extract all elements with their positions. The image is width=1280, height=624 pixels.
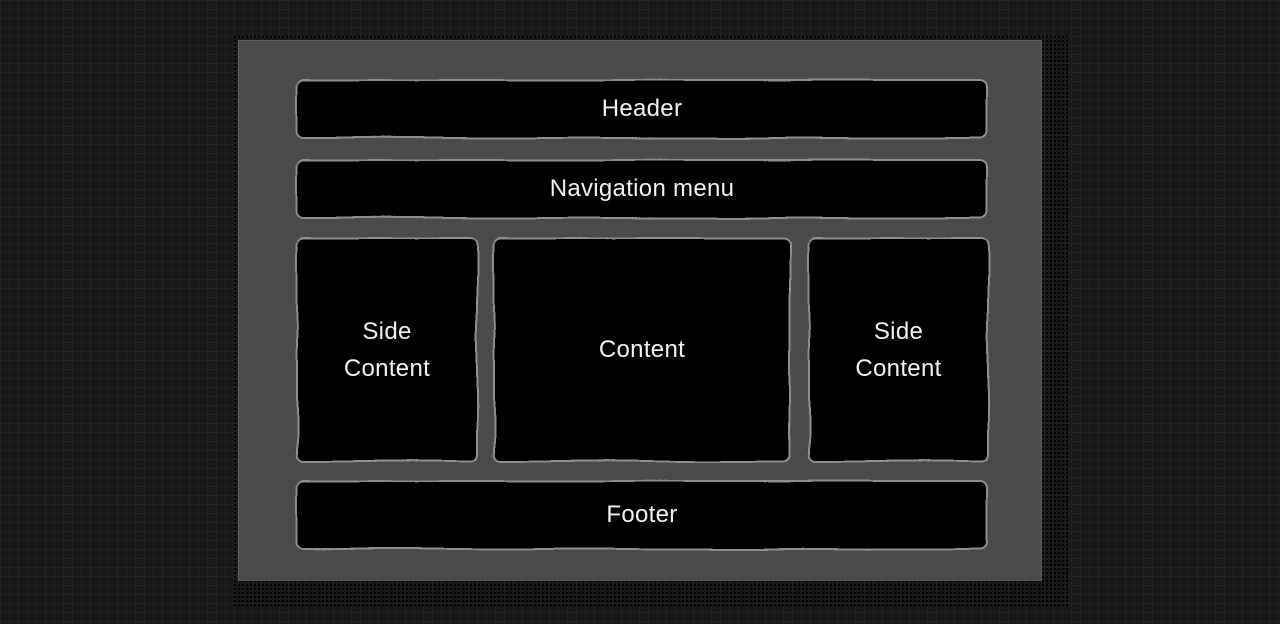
side-content-left-box-frame	[296, 237, 478, 463]
navigation-menu-box-label: Navigation menu	[549, 175, 735, 203]
header-box-label: Header	[601, 95, 683, 123]
navigation-menu-box: Navigation menu	[296, 159, 988, 219]
footer-box-frame	[296, 480, 988, 550]
side-content-left-box-label: Side Content	[343, 317, 431, 382]
header-box: Header	[296, 79, 988, 139]
navigation-menu-box-frame	[296, 159, 988, 219]
content-box-frame	[493, 237, 791, 463]
side-content-right-box: Side Content	[808, 237, 989, 463]
side-content-right-box-frame	[808, 237, 989, 463]
content-box-label: Content	[598, 336, 686, 364]
footer-box-label: Footer	[606, 501, 678, 529]
footer-box: Footer	[296, 480, 988, 550]
side-content-right-box-label: Side Content	[855, 317, 942, 382]
content-box: Content	[493, 237, 791, 463]
layout-diagram-panel: Header Navigation menu Side Content Cont…	[238, 40, 1042, 581]
side-content-left-box: Side Content	[296, 237, 478, 463]
header-box-frame	[296, 79, 988, 139]
